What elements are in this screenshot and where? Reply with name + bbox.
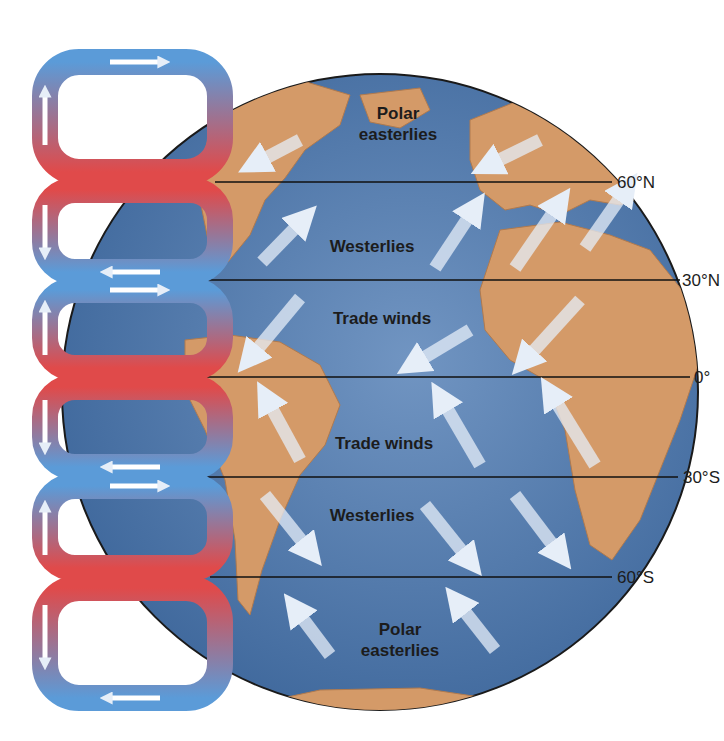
circulation-cells	[45, 62, 220, 698]
wind-belt-label: Polar easterlies	[350, 619, 450, 661]
latitude-label: 30°N	[682, 270, 720, 291]
wind-belt-label: Trade winds	[317, 308, 447, 329]
wind-belt-label: Westerlies	[312, 236, 432, 257]
latitude-label: 60°N	[617, 172, 655, 193]
cell-arrows	[45, 62, 160, 698]
wind-arrows	[255, 140, 622, 655]
latitude-label: 30°S	[683, 467, 720, 488]
wind-belt-label: Polar easterlies	[348, 103, 448, 145]
latitude-label: 0°	[694, 367, 710, 388]
wind-belt-label: Westerlies	[312, 505, 432, 526]
latitude-label: 60°S	[617, 567, 654, 588]
continents	[185, 80, 700, 730]
wind-belt-label: Trade winds	[319, 433, 449, 454]
